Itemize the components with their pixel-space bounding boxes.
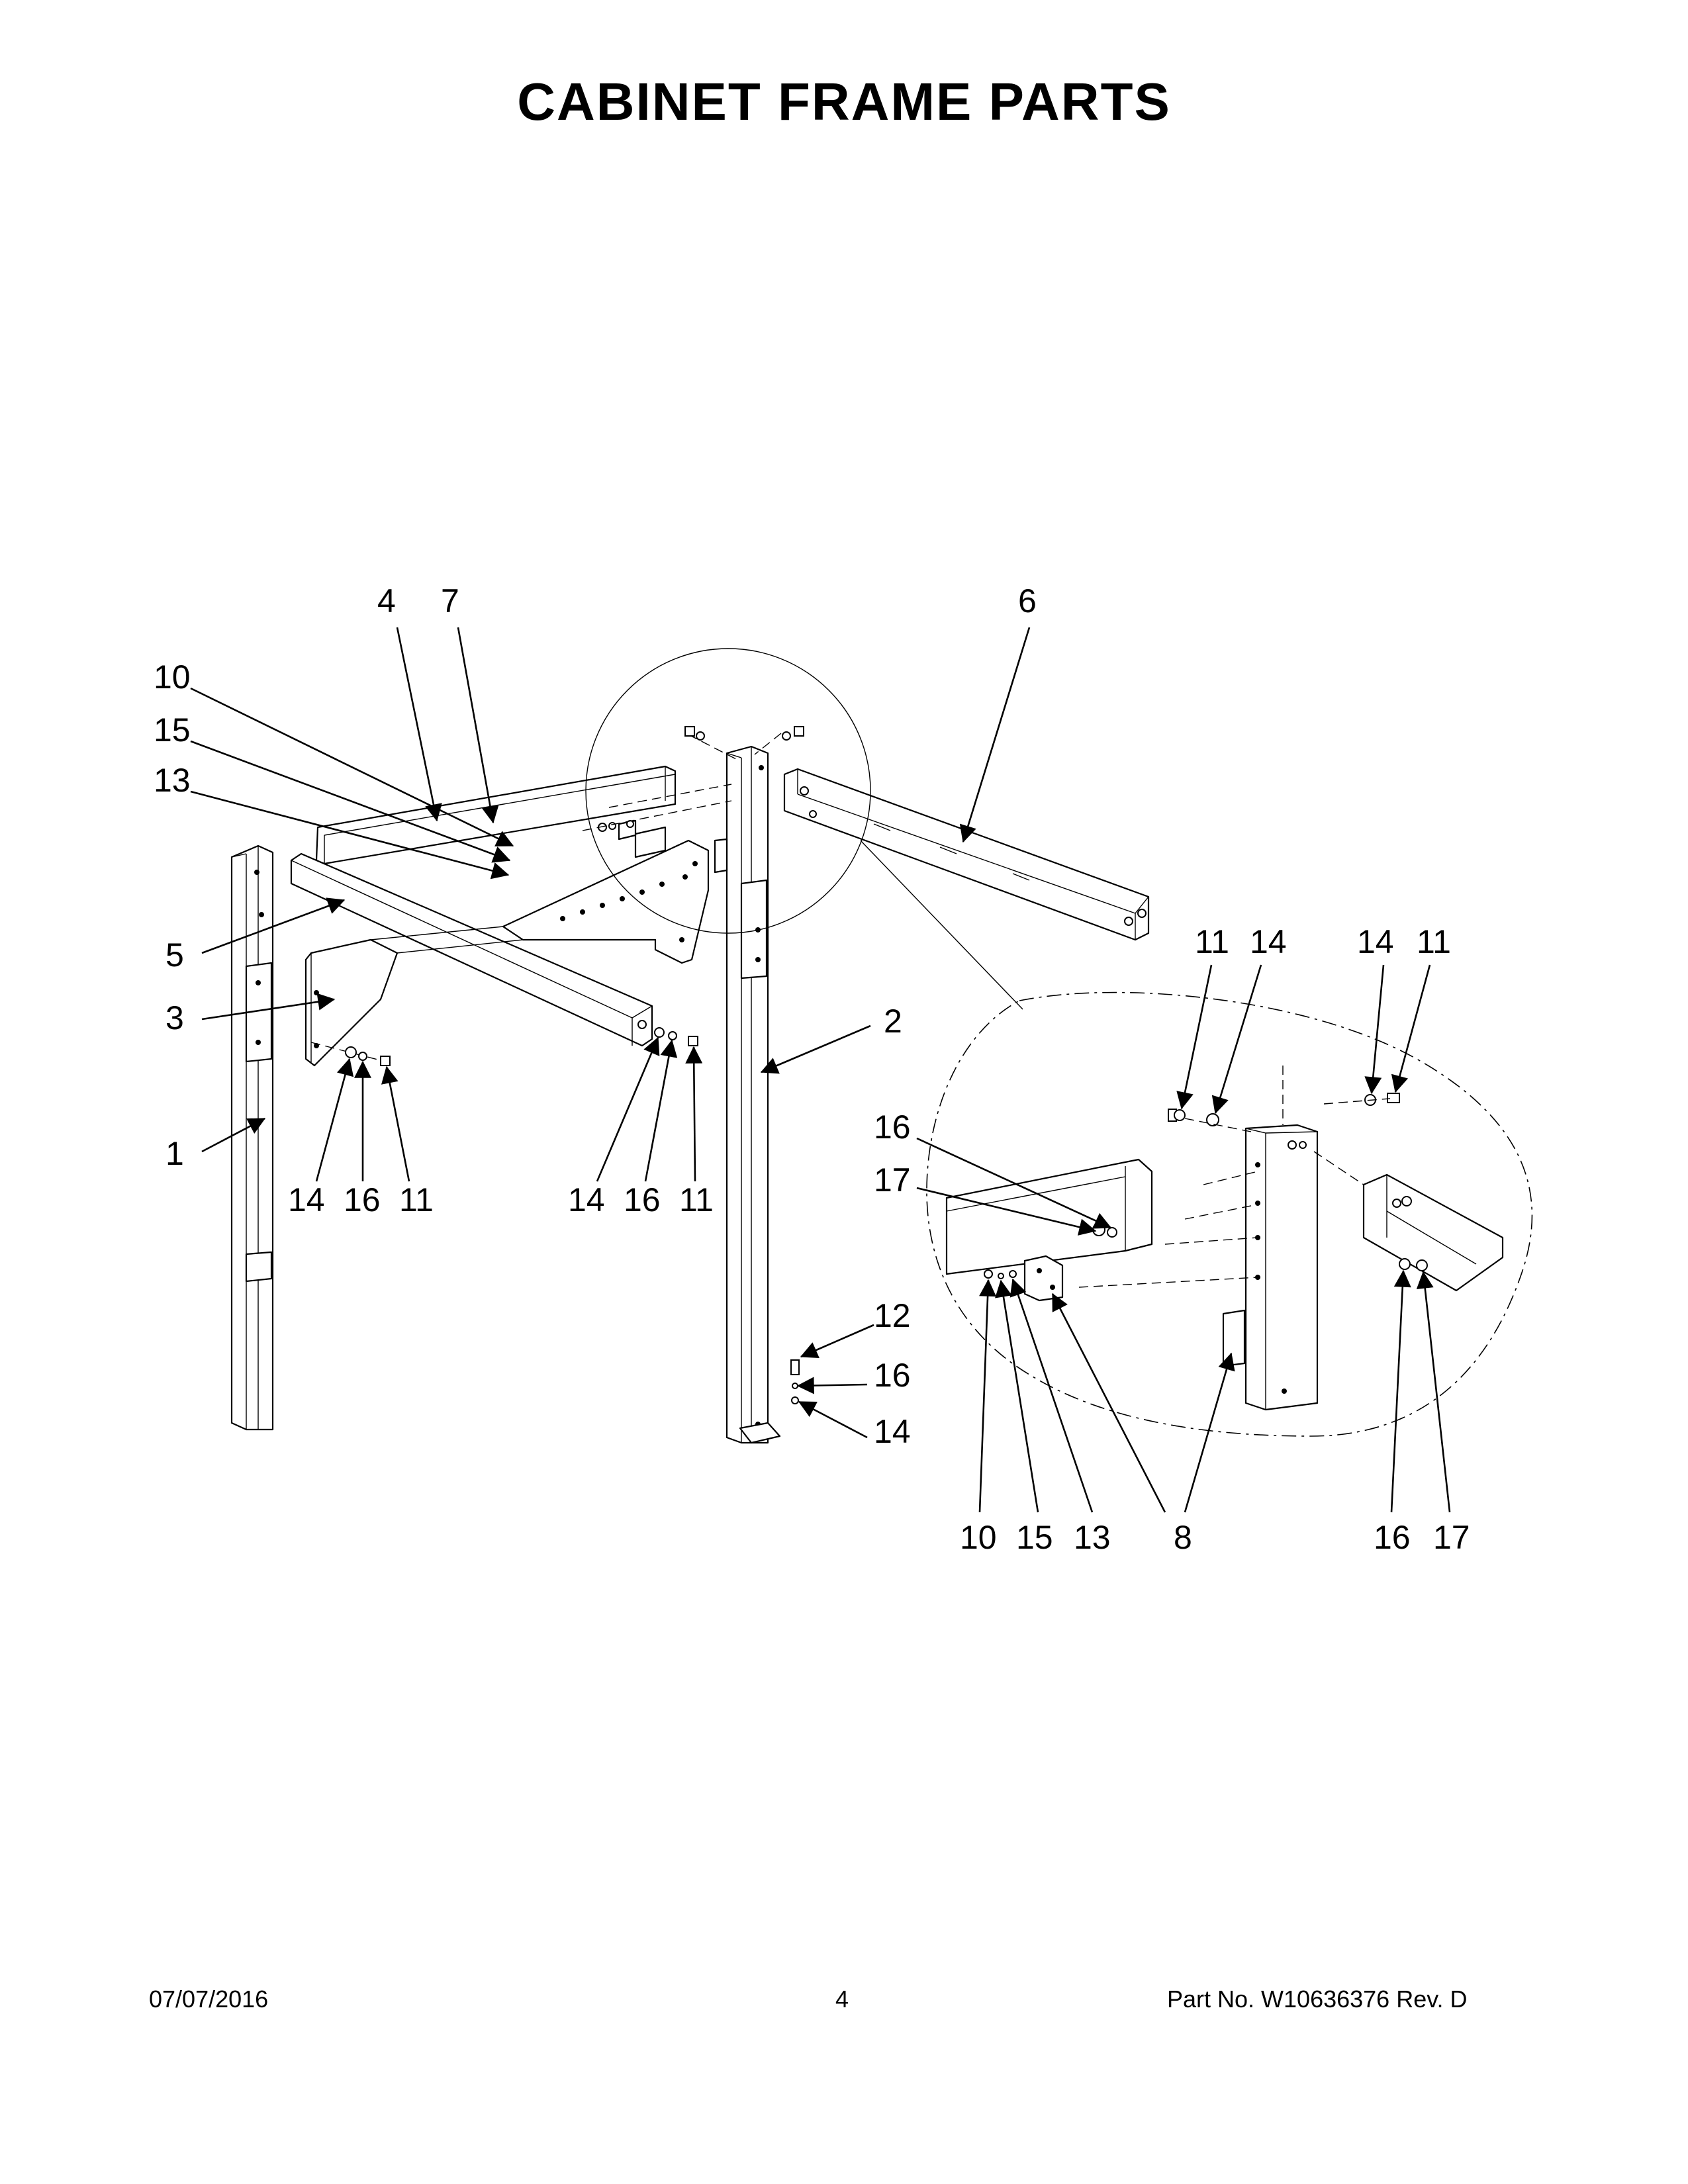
support-bracket [305, 926, 525, 1067]
callout-16: 16 [1374, 1519, 1411, 1556]
top-rail [315, 765, 677, 865]
footer-date: 07/07/2016 [149, 1985, 269, 2013]
callout-11: 11 [679, 1181, 714, 1218]
callout-13: 13 [154, 762, 191, 799]
callout-11: 11 [1417, 923, 1451, 960]
rail-end-fasteners [654, 1027, 698, 1046]
left-fasteners [310, 1042, 391, 1066]
leader-lines [190, 627, 1451, 1513]
callout-5: 5 [165, 936, 184, 974]
callout-16: 16 [344, 1181, 381, 1218]
center-vertical-post [714, 745, 781, 1444]
callout-13: 13 [1074, 1519, 1111, 1556]
detail-view [926, 991, 1533, 1437]
callout-14: 14 [874, 1413, 911, 1450]
callout-14: 14 [1357, 923, 1394, 960]
callout-labels: 4 7 6 10 15 13 5 3 1 14 16 11 14 16 11 2… [154, 582, 1470, 1556]
detail-link-line [860, 840, 1023, 1010]
callout-17: 17 [1433, 1519, 1470, 1556]
page-title: CABINET FRAME PARTS [517, 72, 1171, 131]
callout-16: 16 [874, 1109, 911, 1146]
footer-page-number: 4 [835, 1985, 849, 2013]
top-center-bracket [582, 726, 804, 858]
callout-11: 11 [1195, 923, 1229, 960]
post-foot-fasteners [790, 1359, 800, 1404]
back-rail [783, 768, 1150, 941]
callout-8: 8 [1174, 1519, 1192, 1556]
callout-14: 14 [568, 1181, 605, 1218]
callout-16: 16 [624, 1181, 661, 1218]
callout-15: 15 [154, 711, 191, 749]
callout-3: 3 [165, 999, 184, 1036]
callout-2: 2 [884, 1003, 902, 1040]
callout-15: 15 [1016, 1519, 1053, 1556]
shelf-panel [502, 839, 710, 964]
callout-11: 11 [399, 1181, 434, 1218]
callout-7: 7 [441, 582, 459, 619]
callout-10: 10 [154, 659, 191, 696]
callout-6: 6 [1018, 582, 1037, 619]
callout-12: 12 [874, 1297, 911, 1334]
callout-14: 14 [1250, 923, 1287, 960]
callout-14: 14 [288, 1181, 325, 1218]
callout-16: 16 [874, 1357, 911, 1394]
detail-circle-upper [585, 648, 871, 934]
callout-4: 4 [377, 582, 396, 619]
callout-17: 17 [874, 1161, 911, 1199]
callout-10: 10 [960, 1519, 997, 1556]
left-vertical-post [230, 844, 274, 1431]
footer-part-number: Part No. W10636376 Rev. D [1167, 1985, 1468, 2013]
callout-1: 1 [165, 1135, 184, 1172]
